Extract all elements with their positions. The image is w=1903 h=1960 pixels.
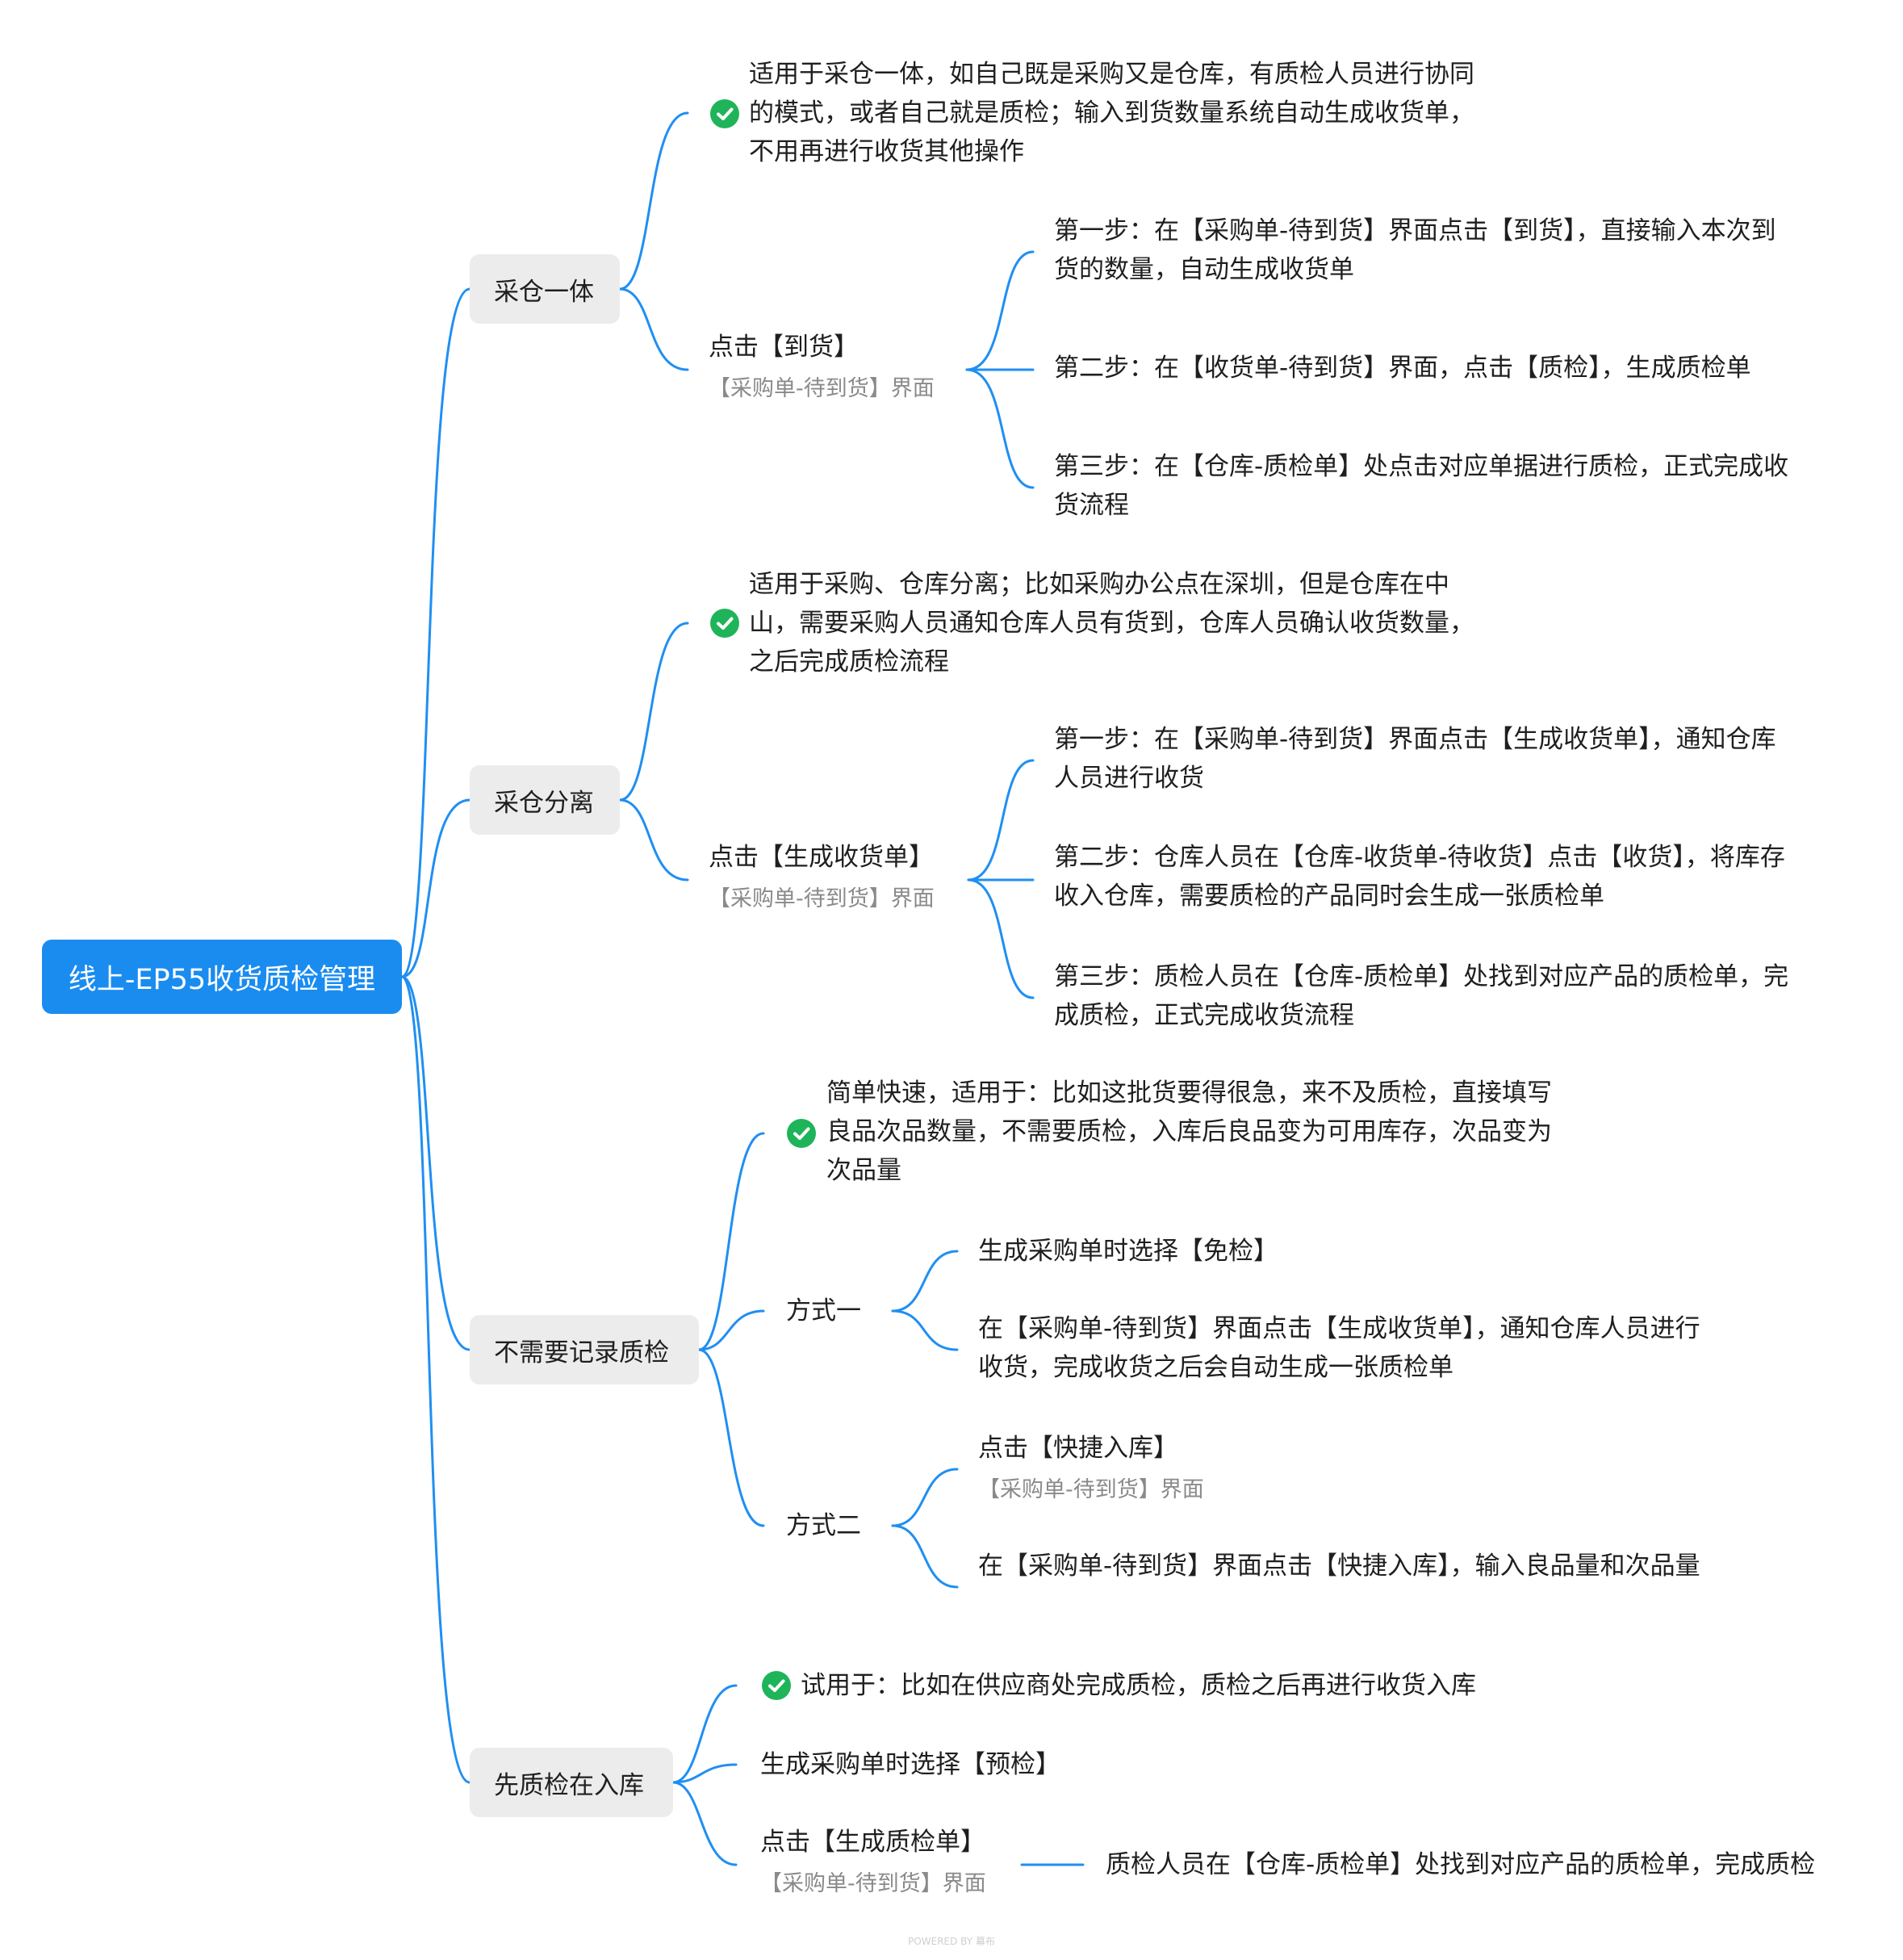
link-b2-action [618, 798, 689, 882]
way1-item-1: 生成采购单时选择【免检】 [978, 1237, 1278, 1266]
root-node[interactable]: 线上-EP55收货质检管理 [42, 940, 402, 1014]
step-2-caicang-yiti: 第二步：在【收货单-待到货】界面，点击【质检】，生成质检单 [1054, 354, 1751, 383]
note-buxuyao-jilu-zhijian: 简单快速，适用于：比如这批货要得很急，来不及质检，直接填写良品次品数量，不需要质… [826, 1078, 1552, 1185]
link-b2-step1 [967, 759, 1035, 882]
action-node-shengcheng-zhijiandan[interactable]: 点击【生成质检单】 【采购单-待到货】界面 [760, 1823, 986, 1900]
link-root-b3 [400, 975, 471, 1351]
link-b1-step1 [965, 250, 1035, 371]
link-way2-item [891, 1524, 959, 1589]
link-b3-way1 [697, 1309, 765, 1351]
link-b2-note [618, 622, 689, 802]
link-root-b1 [400, 287, 471, 978]
footer-watermark: POWERED BY 幕布 [908, 1936, 995, 1947]
way2-node[interactable]: 方式二 [786, 1511, 861, 1540]
action-sub-label: 【采购单-待到货】界面 [760, 1871, 986, 1896]
check-circle-icon [787, 1119, 816, 1148]
action-sub-label: 【采购单-待到货】界面 [978, 1477, 1204, 1502]
action-sub-label: 【采购单-待到货】界面 [709, 886, 935, 911]
branch-label: 先质检在入库 [494, 1770, 644, 1800]
link-b4-action [671, 1781, 738, 1866]
note-caicang-yiti: 适用于采仓一体，如自己既是采购又是仓库，有质检人员进行协同的模式，或者自己就是质… [749, 60, 1474, 166]
action-label: 点击【生成收货单】 [709, 843, 934, 872]
branch-node-buxuyao-jilu-zhijian[interactable]: 不需要记录质检 [470, 1315, 699, 1384]
root-label: 线上-EP55收货质检管理 [68, 963, 376, 996]
way1-node[interactable]: 方式一 [786, 1296, 861, 1326]
link-b1-step3 [965, 368, 1035, 489]
link-root-b4 [400, 975, 471, 1784]
action-sub-label: 【采购单-待到货】界面 [709, 376, 935, 401]
option-yujian: 生成采购单时选择【预检】 [760, 1750, 1060, 1779]
link-b1-note [618, 111, 689, 291]
link-way1-i1 [891, 1250, 959, 1313]
link-way1-i2 [891, 1309, 959, 1351]
step-3-caicang-fenli: 第三步：质检人员在【仓库-质检单】处找到对应产品的质检单，完成质检，正式完成收货… [1054, 962, 1789, 1030]
link-b4-note [671, 1684, 738, 1784]
step-1-caicang-yiti: 第一步：在【采购单-待到货】界面点击【到货】，直接输入本次到货的数量，自动生成收… [1054, 216, 1776, 284]
step-3-caicang-yiti: 第三步：在【仓库-质检单】处点击对应单据进行质检，正式完成收货流程 [1054, 452, 1789, 520]
note-caicang-fenli: 适用于采购、仓库分离；比如采购办公点在深圳，但是仓库在中山，需要采购人员通知仓库… [749, 570, 1474, 676]
branch-label: 采仓一体 [494, 277, 594, 307]
link-b3-way2 [697, 1348, 765, 1527]
action-label: 点击【快捷入库】 [978, 1434, 1178, 1463]
check-circle-icon [710, 609, 739, 638]
action-label: 点击【生成质检单】 [760, 1828, 985, 1857]
check-circle-icon [710, 99, 739, 128]
link-b4-option [671, 1763, 738, 1784]
link-root-b2 [400, 798, 471, 978]
step-2-caicang-fenli: 第二步：仓库人员在【仓库-收货单-待收货】点击【收货】，将库存收入仓库，需要质检… [1054, 843, 1785, 911]
branch-label: 不需要记录质检 [494, 1338, 669, 1367]
link-b1-action [618, 287, 689, 371]
branch-node-caicang-yiti[interactable]: 采仓一体 [470, 254, 620, 324]
link-b2-step3 [967, 878, 1035, 999]
branch-node-xian-zhijian-zai-ruku[interactable]: 先质检在入库 [470, 1748, 673, 1817]
link-way2-action [891, 1468, 959, 1527]
branch-node-caicang-fenli[interactable]: 采仓分离 [470, 765, 620, 835]
step-1-caicang-fenli: 第一步：在【采购单-待到货】界面点击【生成收货单】，通知仓库人员进行收货 [1054, 725, 1776, 793]
action-label: 点击【到货】 [709, 333, 859, 362]
way2-item: 在【采购单-待到货】界面点击【快捷入库】，输入良品量和次品量 [978, 1552, 1700, 1581]
action-node-daohuo[interactable]: 点击【到货】 【采购单-待到货】界面 [709, 328, 935, 405]
note-xian-zhijian-zai-ruku: 试用于：比如在供应商处完成质检，质检之后再进行收货入库 [801, 1671, 1476, 1700]
way1-item-2: 在【采购单-待到货】界面点击【生成收货单】，通知仓库人员进行收货，完成收货之后会… [978, 1314, 1700, 1382]
branch-label: 采仓分离 [494, 788, 594, 818]
result-zhijian: 质检人员在【仓库-质检单】处找到对应产品的质检单，完成质检 [1106, 1850, 1816, 1879]
way2-action-node[interactable]: 点击【快捷入库】 【采购单-待到货】界面 [978, 1429, 1204, 1506]
link-b3-note [697, 1132, 765, 1351]
action-node-shengcheng-shouhuodan[interactable]: 点击【生成收货单】 【采购单-待到货】界面 [709, 838, 935, 915]
check-circle-icon [762, 1671, 791, 1700]
